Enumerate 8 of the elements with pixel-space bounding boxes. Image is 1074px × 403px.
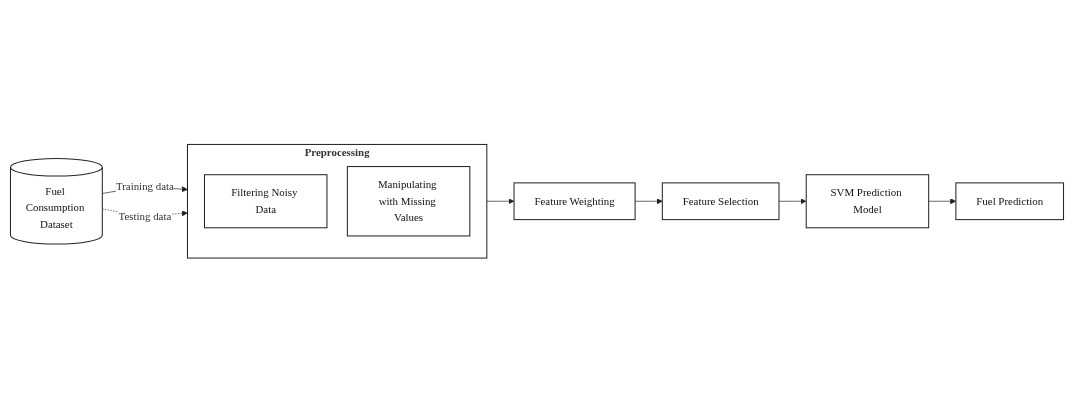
node-box: Manipulating with Missing Values [346,166,471,237]
node-box: SVM Prediction Model [805,174,930,229]
node-box: Filtering Noisy Data [204,174,328,229]
edge-label: Testing data [118,210,172,222]
node-box: Feature Weighting [513,182,636,221]
edge-label: Training data [115,180,174,192]
node-box: Fuel Prediction [955,182,1065,221]
node-box: Feature Selection [661,182,780,221]
